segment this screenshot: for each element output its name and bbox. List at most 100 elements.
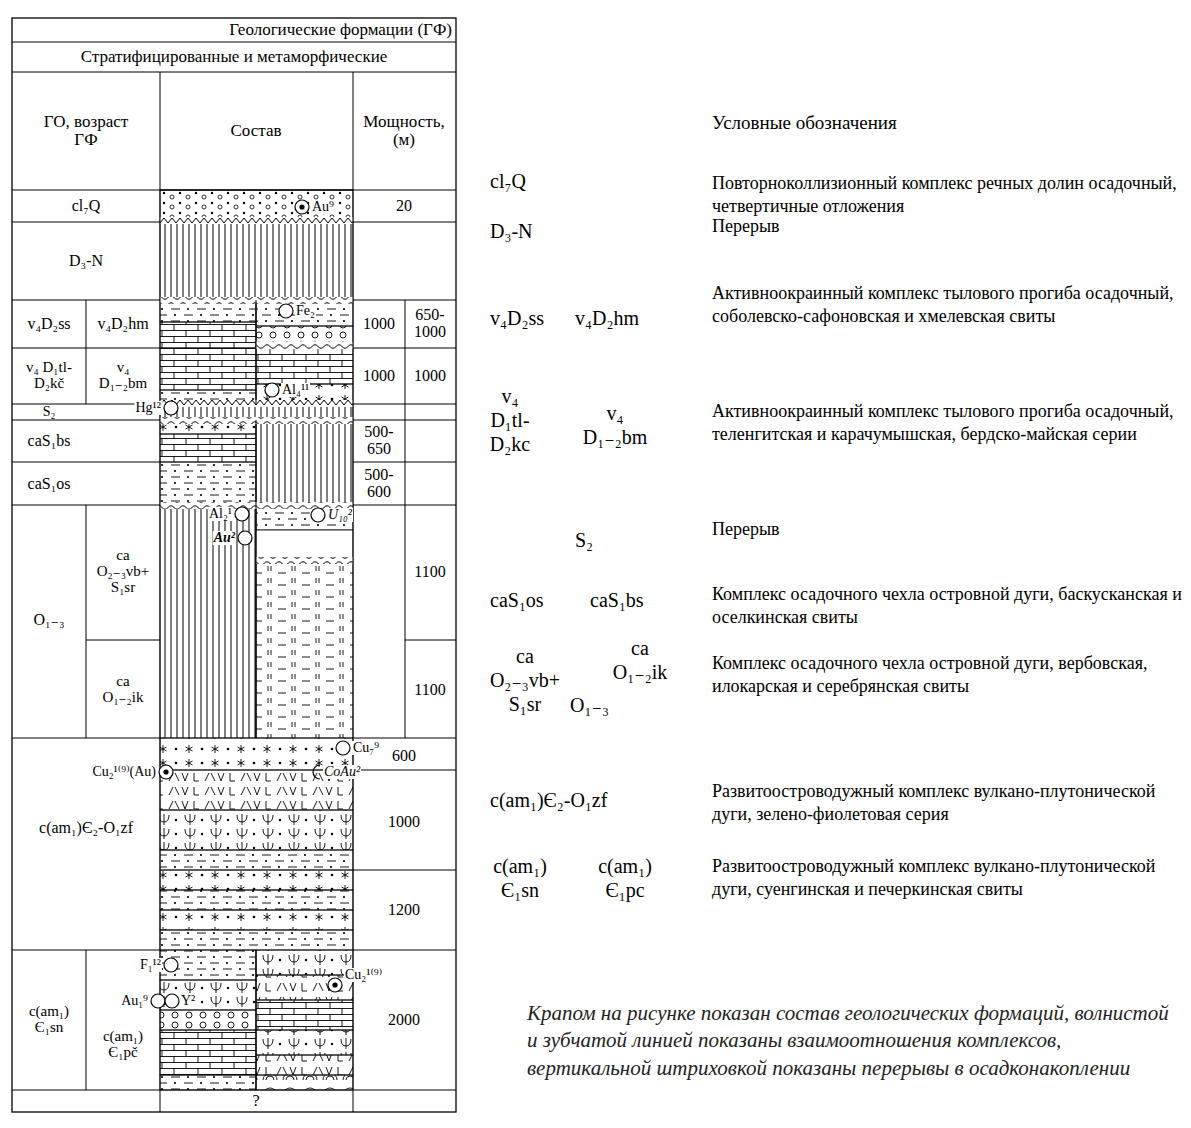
lithology-fill bbox=[160, 322, 256, 348]
table-cell: Мощность, (м) bbox=[359, 113, 449, 149]
table-cell: v₄D₂hm bbox=[97, 316, 148, 333]
table-cell: ? bbox=[252, 1093, 259, 1110]
contact-ground bbox=[256, 557, 353, 564]
table-cell: 1200 bbox=[388, 902, 420, 919]
legend-code: v₄D₂ss bbox=[490, 306, 544, 330]
lithology-fill bbox=[160, 930, 353, 950]
table-cell: ca O₁₋₂ik bbox=[98, 674, 148, 706]
lithology-fill bbox=[160, 1075, 256, 1090]
table-cell: 1000 bbox=[388, 814, 420, 831]
table-cell: 2000 bbox=[388, 1012, 420, 1029]
occurrence-label: Au⁹ bbox=[311, 200, 335, 214]
legend-code: c(am₁) Є₁pc bbox=[588, 854, 663, 902]
occurrence-label: Au² bbox=[213, 531, 236, 545]
legend-text: Активноокраинный комплекс тылового проги… bbox=[712, 282, 1184, 329]
occurrence-label: Cu₇⁹ bbox=[352, 741, 380, 755]
table-cell: 1000 bbox=[363, 368, 395, 385]
table-cell: 650-1000 bbox=[408, 307, 452, 341]
gap-hatch bbox=[160, 505, 256, 738]
lithology-fill bbox=[160, 910, 353, 930]
lithology-fill bbox=[160, 810, 353, 850]
occurrence-label: Fe₂ bbox=[295, 304, 316, 318]
contact-ground bbox=[160, 217, 353, 224]
occurrence-circle bbox=[295, 200, 309, 214]
table-cell: 500-650 bbox=[357, 424, 401, 458]
table-cell: 500-600 bbox=[357, 467, 401, 501]
lithology-fill bbox=[256, 1030, 353, 1055]
table-cell: ca O₂₋₃vb+ S₁sr bbox=[91, 548, 155, 595]
table-cell: cl₇Q bbox=[72, 198, 101, 215]
occurrence-label: Al₂¹ bbox=[208, 507, 233, 521]
occurrence-circle bbox=[265, 383, 279, 397]
legend-code: c(am₁)Є₂-O₁zf bbox=[490, 788, 607, 812]
table-cell: O₁₋₃ bbox=[33, 612, 64, 629]
table-cell: v₄D₂ss bbox=[27, 316, 70, 333]
legend-text: Развитоостроводужный комплекс вулкано-пл… bbox=[712, 780, 1184, 827]
table-cell: ГО, возраст ГФ bbox=[38, 113, 134, 149]
table-cell: 600 bbox=[392, 748, 416, 765]
table-cell: D₃-N bbox=[69, 253, 103, 270]
occurrence-circle bbox=[164, 958, 178, 972]
lithology-fill bbox=[160, 348, 256, 390]
lithology-fill bbox=[160, 1030, 256, 1075]
table-rule bbox=[12, 42, 456, 1112]
lithology-fill bbox=[256, 530, 353, 560]
table-cell: v₄ D₁tl- D₂kč bbox=[24, 360, 74, 392]
legend-text: Перерыв bbox=[712, 215, 780, 238]
unconformity-line bbox=[256, 557, 353, 564]
table-cell: Геологические формации (ГФ) bbox=[229, 21, 452, 39]
occurrence-dots bbox=[163, 204, 337, 987]
occurrence-label: Y² bbox=[180, 994, 196, 1008]
table-cell: S₂ bbox=[43, 405, 56, 420]
lithology-fill bbox=[160, 950, 256, 980]
occurrence-arc bbox=[313, 765, 320, 779]
legend-code: c(am₁) Є₁sn bbox=[483, 854, 558, 902]
table-cell: c(am₁)Є₂-O₁zf bbox=[39, 820, 133, 837]
table-rule bbox=[86, 190, 456, 1090]
lithology-fill bbox=[160, 890, 353, 910]
legend-code: S₂ bbox=[575, 528, 593, 552]
occurrence-circle bbox=[159, 765, 173, 779]
legend-text: Активноокраинный комплекс тылового проги… bbox=[712, 400, 1184, 447]
occurrence-circle bbox=[165, 994, 179, 1008]
occurrence-circle bbox=[279, 304, 293, 318]
lithology-fill bbox=[256, 975, 353, 1000]
lithology-fill bbox=[256, 326, 353, 348]
legend-code: v₄ D₁₋₂bm bbox=[580, 401, 650, 449]
legend-text: Развитоостроводужный комплекс вулкано-пл… bbox=[712, 855, 1184, 902]
lithology-fill bbox=[160, 980, 256, 1010]
lithology-fill bbox=[256, 1055, 353, 1075]
occurrence-dot bbox=[163, 769, 168, 774]
gap-hatch bbox=[160, 222, 353, 300]
occurrence-label: U₁₀² bbox=[327, 508, 353, 522]
legend-code: D₃-N bbox=[490, 219, 533, 243]
legend-text: Повторноколлизионный комплекс речных дол… bbox=[712, 172, 1184, 219]
occurrence-label: Al₄¹¹ bbox=[281, 383, 310, 397]
lithology-fill bbox=[160, 870, 353, 890]
table-frame bbox=[12, 18, 456, 1112]
table-grid bbox=[12, 18, 456, 1112]
legend-code: ca O₁₋₂ik bbox=[605, 636, 675, 684]
unconformity-line bbox=[160, 217, 353, 224]
occurrence-label: CoAu² bbox=[323, 765, 361, 779]
occurrence-symbols bbox=[151, 200, 350, 1008]
lithology-fill bbox=[256, 950, 353, 975]
table-cell: caS₁bs bbox=[28, 433, 71, 450]
table-cell: 1100 bbox=[414, 682, 445, 699]
legend-code: v₄ D₁tl- D₂kc bbox=[480, 384, 540, 456]
occurrence-label: Hg¹² bbox=[134, 401, 162, 415]
contact-ground bbox=[256, 342, 353, 349]
legend-code: caS₁bs bbox=[590, 588, 644, 612]
occurrence-circle bbox=[328, 978, 342, 992]
legend-code: O₁₋₃ bbox=[570, 693, 609, 717]
occurrence-label: Au₁⁹ bbox=[120, 994, 149, 1008]
legend-text: Комплекс осадочного чехла островной дуги… bbox=[712, 652, 1184, 699]
occurrence-circle bbox=[238, 531, 252, 545]
occurrence-dot bbox=[332, 982, 337, 987]
lithology-fill bbox=[256, 348, 353, 384]
occurrence-dot bbox=[299, 204, 304, 209]
table-cell: c(am₁) Є₁sn bbox=[17, 1004, 81, 1036]
legend-code: ca O₂₋₃vb+ S₁sr bbox=[485, 644, 565, 716]
occurrence-label: Cu₂¹⁽⁹⁾ bbox=[344, 968, 383, 982]
